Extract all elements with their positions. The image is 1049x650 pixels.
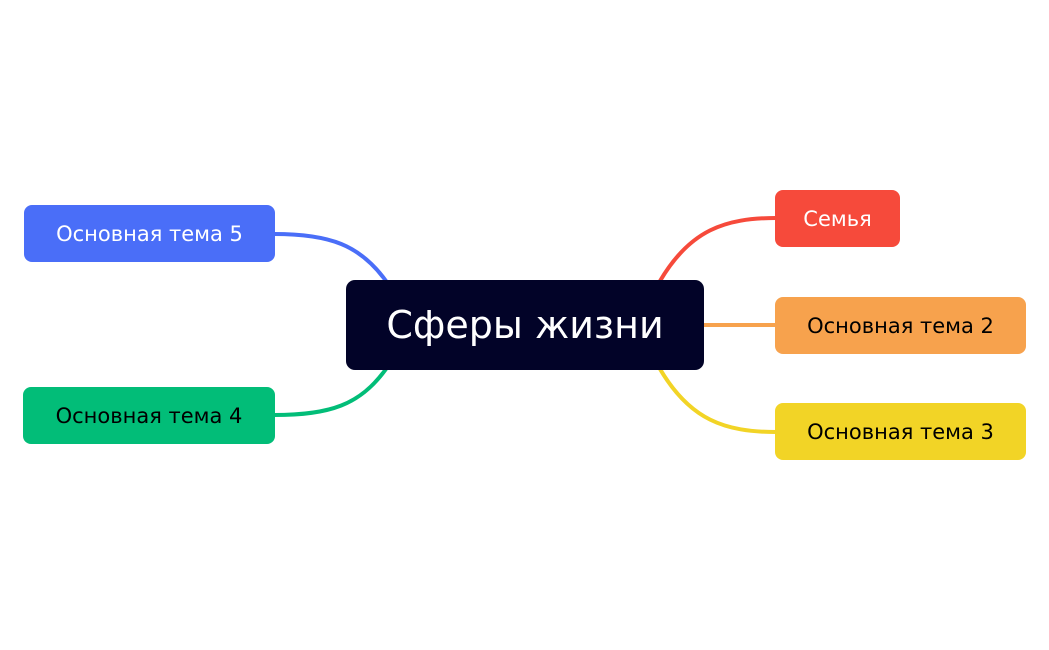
topic-node-5[interactable]: Основная тема 5 [24, 205, 275, 262]
topic-node-4[interactable]: Основная тема 4 [23, 387, 275, 444]
central-topic-node[interactable]: Сферы жизни [346, 280, 704, 370]
topic-label-2: Основная тема 2 [807, 313, 994, 338]
central-topic-label: Сферы жизни [386, 303, 664, 347]
topic-label-5: Основная тема 5 [56, 221, 243, 246]
connector-topic-3 [658, 367, 778, 434]
topic-label-3: Основная тема 3 [807, 419, 994, 444]
topic-label-4: Основная тема 4 [55, 403, 243, 428]
connector-topic-5 [272, 232, 388, 283]
topic-node-3[interactable]: Основная тема 3 [775, 403, 1026, 460]
connector-topic-4 [272, 367, 388, 417]
topic-node-2[interactable]: Основная тема 2 [775, 297, 1026, 354]
connector-semya [658, 216, 778, 283]
topic-label-semya: Семья [803, 206, 872, 231]
topic-node-semya[interactable]: Семья [775, 190, 900, 247]
